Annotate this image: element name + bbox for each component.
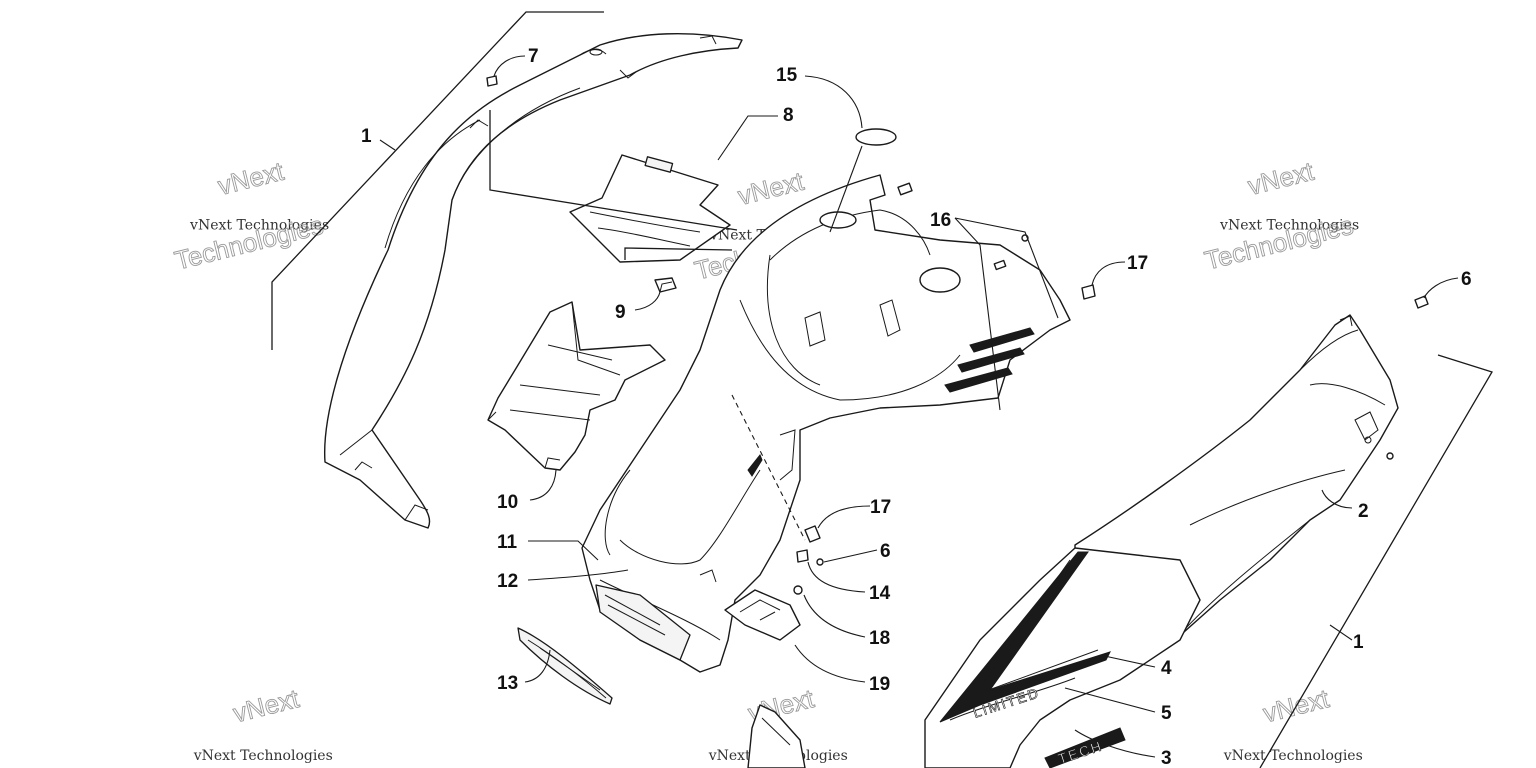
bracket-part xyxy=(654,277,677,293)
callout-18: 18 xyxy=(869,628,890,649)
watermark-small-line: vNext Technologies xyxy=(1219,218,1359,234)
watermark: vNext vNext Technologies xyxy=(1223,683,1363,764)
callout-6-right: 6 xyxy=(1461,269,1472,290)
dashed-alignment-line xyxy=(731,394,806,541)
callout-5: 5 xyxy=(1161,703,1172,724)
callout-13: 13 xyxy=(497,673,518,694)
watermark-small-line: vNext Technologies xyxy=(189,218,329,234)
callout-2: 2 xyxy=(1358,501,1369,522)
callout-3: 3 xyxy=(1161,748,1172,768)
watermark: vNext vNext Technologies Technologies xyxy=(1201,155,1359,276)
screw-part xyxy=(486,75,498,87)
callout-8: 8 xyxy=(783,105,794,126)
watermark-big-line1: vNext xyxy=(215,156,287,201)
right-decal-panel: LIMITED TECH xyxy=(924,547,1201,768)
callout-6-center: 6 xyxy=(880,541,891,562)
callout-11: 11 xyxy=(497,532,518,553)
emblem-badge xyxy=(855,128,897,146)
callout-1-right: 1 xyxy=(1353,632,1364,653)
watermark: vNext vNext Technologies Technologies xyxy=(171,155,329,276)
lower-center-part xyxy=(747,704,806,768)
callout-19: 19 xyxy=(869,674,890,695)
watermark-small-line: vNext Technologies xyxy=(193,748,333,764)
main-hood xyxy=(581,174,1071,673)
mount-line xyxy=(624,247,733,260)
lower-bracket xyxy=(724,589,801,641)
callout-labels: 1 7 8 9 10 11 12 13 14 15 16 17 17 6 6 1… xyxy=(361,46,1472,768)
small-parts xyxy=(486,75,1429,595)
assembly-bracket-right xyxy=(1259,354,1493,768)
callout-9: 9 xyxy=(615,302,626,323)
tech-decal xyxy=(1044,727,1126,768)
bolt-part xyxy=(793,585,803,595)
watermark-small-line: vNext Technologies xyxy=(1223,748,1363,764)
callout-17-top: 17 xyxy=(1127,253,1148,274)
callout-10: 10 xyxy=(497,492,518,513)
grille-mesh xyxy=(595,584,691,661)
callout-7: 7 xyxy=(528,46,539,67)
clip-part xyxy=(804,525,821,543)
callout-17-center: 17 xyxy=(870,497,891,518)
callout-14: 14 xyxy=(869,583,891,604)
headlight-lens xyxy=(517,627,613,705)
windshield xyxy=(569,154,731,263)
callout-1-left: 1 xyxy=(361,126,372,147)
watermark-big-line1: vNext xyxy=(230,683,302,728)
leader-lines xyxy=(379,55,1459,758)
screw-part xyxy=(816,558,824,566)
callout-12: 12 xyxy=(497,571,518,592)
clip-part xyxy=(1081,284,1096,300)
watermark: vNext vNext Technologies xyxy=(193,683,333,764)
callout-15: 15 xyxy=(776,65,798,86)
inner-panel xyxy=(487,301,666,471)
callout-4: 4 xyxy=(1161,658,1172,679)
watermark-big-line1: vNext xyxy=(735,166,807,211)
screw-part xyxy=(1414,295,1429,309)
nut-part xyxy=(796,549,809,563)
rivet-part xyxy=(1386,452,1394,460)
assembly-bracket-left xyxy=(271,11,604,350)
assembly-brackets xyxy=(271,11,1493,768)
watermark-big-line1: vNext xyxy=(1245,156,1317,201)
left-side-panel xyxy=(323,33,743,529)
stripe-decal xyxy=(939,551,1111,723)
callout-16: 16 xyxy=(930,210,951,231)
mount-line xyxy=(489,110,738,231)
